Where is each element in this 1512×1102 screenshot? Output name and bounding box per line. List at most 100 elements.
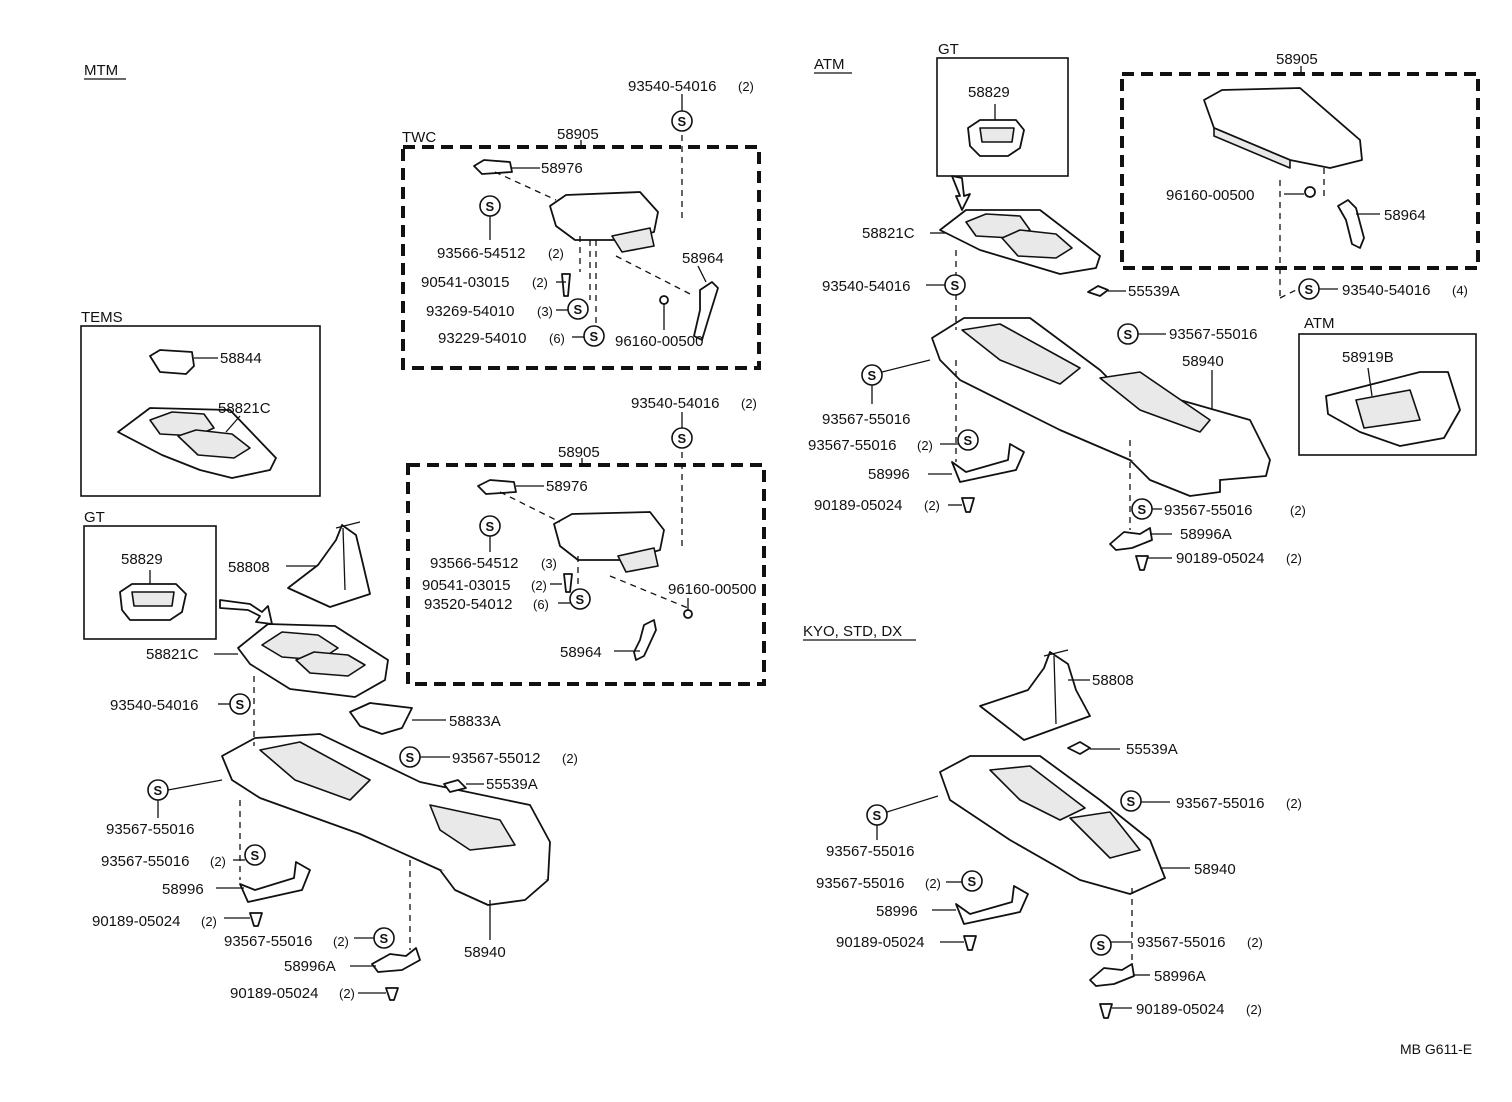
label-p10: 58844: [220, 350, 262, 367]
section-label-mtm: MTM: [84, 62, 118, 79]
svg-text:S: S: [486, 519, 495, 534]
label-p36: 58821C: [862, 225, 915, 242]
qty-p20: (2): [210, 854, 226, 869]
label-p05: 58964: [682, 250, 724, 267]
label-p48: 58996: [868, 466, 910, 483]
svg-text:S: S: [486, 199, 495, 214]
hinge-58964-mtm: [633, 619, 657, 661]
label-p35: 58829: [968, 84, 1010, 101]
label-p01: 93540-54016: [628, 78, 716, 95]
clip-55539A-kyo: [1067, 741, 1091, 755]
svg-text:S: S: [154, 783, 163, 798]
label-p49: 90189-05024: [814, 497, 902, 514]
label-p21: 58996: [162, 881, 204, 898]
label-p09: 96160-00500: [615, 333, 703, 350]
svg-text:S: S: [576, 592, 585, 607]
mtm-armrest-frame: [406, 463, 766, 686]
tems-box: [80, 325, 321, 497]
section-label-atm-inset: ATM: [1304, 315, 1335, 332]
shift-boot-kyo: [979, 651, 1091, 741]
s-symbol: S: [583, 325, 605, 347]
qty-p41: (4): [1452, 283, 1468, 298]
svg-text:S: S: [590, 329, 599, 344]
label-p34: 58964: [560, 644, 602, 661]
label-p58: 93567-55016: [816, 875, 904, 892]
s-symbol: S: [479, 195, 501, 217]
label-p53: 58808: [1092, 672, 1134, 689]
svg-text:S: S: [574, 302, 583, 317]
clip-atm-2: [1135, 555, 1149, 571]
svg-text:S: S: [1097, 938, 1106, 953]
label-p23: 93567-55016: [224, 933, 312, 950]
plate-58976-mtm: [477, 479, 517, 495]
label-p60: 90189-05024: [836, 934, 924, 951]
bracket-58996A-kyo: [1089, 963, 1135, 987]
washer-96160-twc: [659, 295, 669, 305]
qty-p47: (2): [917, 438, 933, 453]
label-p39: 96160-00500: [1166, 187, 1254, 204]
label-p44: 58940: [1182, 353, 1224, 370]
s-symbol: S: [1131, 498, 1153, 520]
svg-text:S: S: [1305, 282, 1314, 297]
qty-p50: (2): [1290, 503, 1306, 518]
qty-p06: (2): [532, 275, 548, 290]
qty-p55: (2): [1286, 796, 1302, 811]
svg-text:S: S: [951, 278, 960, 293]
label-p13: 58808: [228, 559, 270, 576]
svg-text:S: S: [678, 114, 687, 129]
part-drawings: [117, 87, 1461, 1019]
qty-p49: (2): [924, 498, 940, 513]
qty-p30: (3): [541, 556, 557, 571]
svg-text:S: S: [964, 433, 973, 448]
label-p63: 90189-05024: [1136, 1001, 1224, 1018]
label-p07: 93269-54010: [426, 303, 514, 320]
arrow-gt-left: [219, 599, 273, 625]
label-p02: 58905: [557, 126, 599, 143]
washer-96160-atm: [1304, 186, 1316, 198]
s-symbol: S: [1120, 790, 1142, 812]
label-p25: 90189-05024: [230, 985, 318, 1002]
label-p29: 58976: [546, 478, 588, 495]
switch-58844: [149, 349, 195, 375]
label-p51: 58996A: [1180, 526, 1232, 543]
label-p43: 93567-55016: [1169, 326, 1257, 343]
label-p24: 58996A: [284, 958, 336, 975]
section-headings: MTM ATM KYO, STD, DX TWC TEMS GT GT ATM …: [81, 41, 1472, 1057]
hinge-58964-twc: [693, 281, 719, 341]
section-label-gt-right: GT: [938, 41, 959, 58]
leader-lines: [149, 94, 1380, 1009]
s-symbol: S: [567, 298, 589, 320]
plate-58976-twc: [473, 159, 513, 175]
qty-p25: (2): [339, 986, 355, 1001]
section-label-kyo: KYO, STD, DX: [803, 623, 902, 640]
bracket-58996A-atm: [1109, 527, 1153, 551]
svg-text:S: S: [873, 808, 882, 823]
s-symbols: S S S S S S S S S S S S S S S S S S S S …: [147, 110, 1320, 956]
s-symbol: S: [1090, 934, 1112, 956]
clip-atm-1: [961, 497, 975, 513]
gt-right-box: [936, 57, 1069, 177]
bracket-58996A-mtm: [371, 947, 421, 973]
label-p45: 58919B: [1342, 349, 1394, 366]
part-labels: 93540-54016 (2) 58905 58976 93566-54512 …: [92, 51, 1468, 1018]
s-symbol: S: [244, 844, 266, 866]
label-p17: 93567-55012: [452, 750, 540, 767]
s-symbol: S: [944, 274, 966, 296]
atm-inset-box: [1298, 333, 1477, 456]
label-p06: 90541-03015: [421, 274, 509, 291]
clip-55539A-atm: [1087, 285, 1109, 297]
svg-text:S: S: [236, 697, 245, 712]
label-p52: 90189-05024: [1176, 550, 1264, 567]
label-p33: 96160-00500: [668, 581, 756, 598]
label-p19: 93567-55016: [106, 821, 194, 838]
svg-text:S: S: [1138, 502, 1147, 517]
bracket-58996-mtm: [239, 861, 311, 903]
label-p54: 55539A: [1126, 741, 1178, 758]
svg-text:S: S: [251, 848, 260, 863]
label-p62: 58996A: [1154, 968, 1206, 985]
bolt-90541-twc: [561, 273, 571, 297]
armrest-58905-twc: [549, 191, 659, 241]
hinge-58964-atm: [1337, 199, 1365, 249]
label-p18: 55539A: [486, 776, 538, 793]
